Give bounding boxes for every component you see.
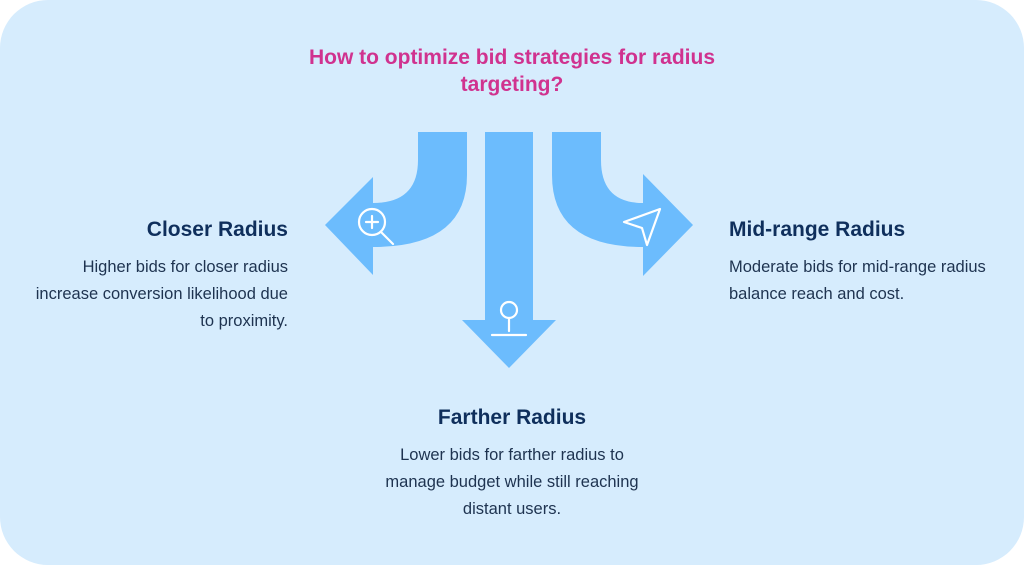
down-arrow <box>462 132 556 368</box>
closer-radius-description: Higher bids for closer radius increase c… <box>35 258 288 330</box>
left-curved-arrow <box>325 132 467 275</box>
navigation-arrow-icon <box>622 207 662 247</box>
location-pin-icon <box>490 300 528 337</box>
page-title: How to optimize bid strategies for radiu… <box>308 46 716 96</box>
farther-radius-heading: Farther Radius <box>437 406 587 429</box>
right-curved-arrow <box>552 132 693 276</box>
midrange-radius-description: Moderate bids for mid-range radius balan… <box>729 258 986 303</box>
midrange-radius-heading: Mid-range Radius <box>729 218 906 241</box>
magnifier-plus-icon <box>357 207 395 246</box>
closer-radius-heading: Closer Radius <box>146 218 288 241</box>
farther-radius-description: Lower bids for farther radius to manage … <box>385 446 639 518</box>
